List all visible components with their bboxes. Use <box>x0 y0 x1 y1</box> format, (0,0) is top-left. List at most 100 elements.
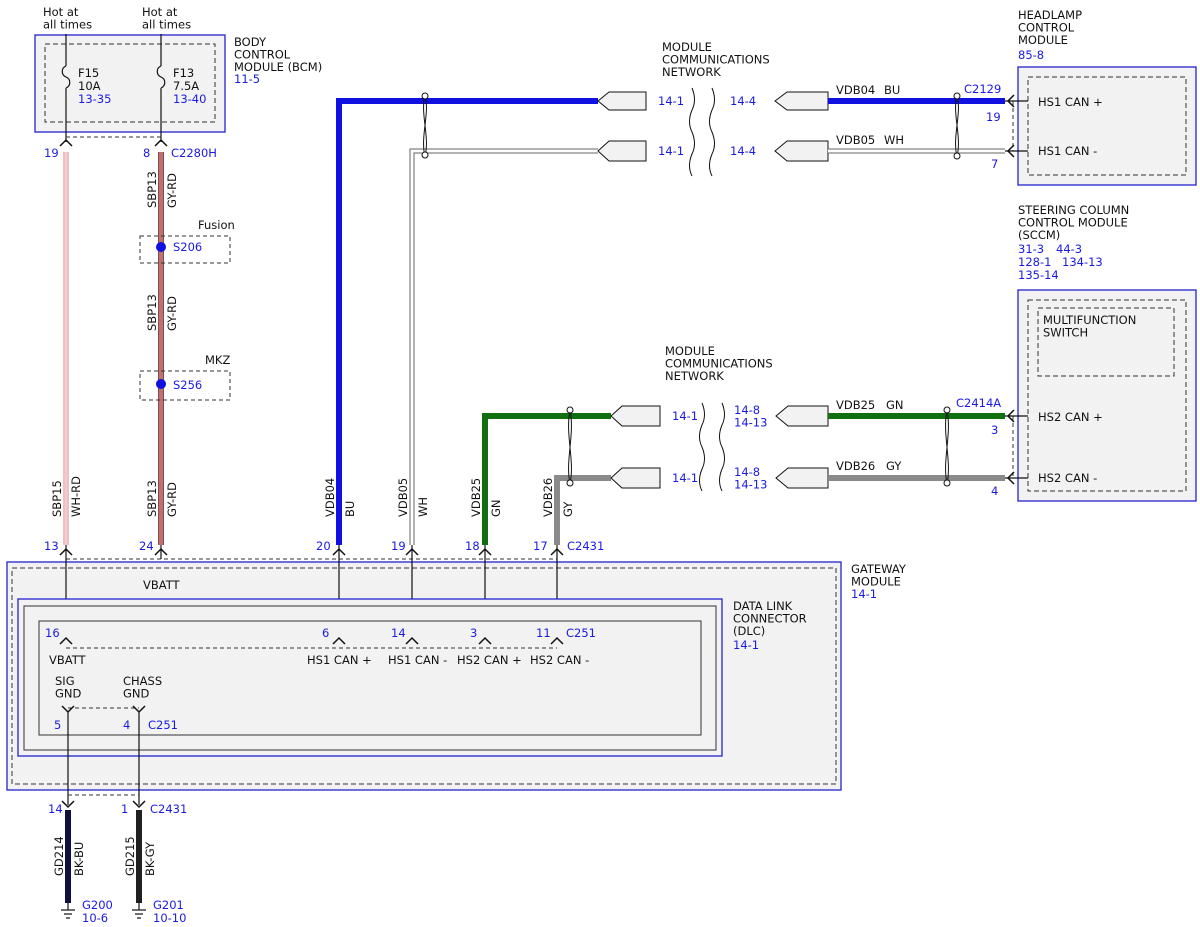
twist-end-icon <box>943 479 951 487</box>
twisted-pair-icon <box>568 409 572 485</box>
sbp13-circuit-3: SBP13 <box>145 480 159 517</box>
headlamp-connector-id: C2129 <box>964 82 1001 96</box>
hl-vdb05-color: WH <box>884 133 904 147</box>
wire-vdb04 <box>336 98 598 545</box>
gw-pin-20: 20 <box>316 539 331 553</box>
sccm-inner-box <box>1027 299 1187 492</box>
dlc-pin-3-label: HS2 CAN + <box>457 653 522 667</box>
vdb04-color: BU <box>343 501 357 517</box>
dlc-pin-3: 3 <box>470 626 477 640</box>
gw-pin-14: 14 <box>48 802 63 816</box>
twist-end-icon <box>566 479 574 487</box>
sccm-ref-3: 128-1 <box>1018 255 1051 269</box>
twisted-pair-icon <box>945 409 949 485</box>
network-break-icon <box>709 87 715 177</box>
sbp15-circuit: SBP15 <box>50 480 64 517</box>
fuse-f13-ref: 13-40 <box>173 92 206 106</box>
sbp13-circuit-1: SBP13 <box>145 171 159 208</box>
network-break-icon <box>719 402 725 492</box>
sccm-ref-5: 135-14 <box>1018 268 1059 282</box>
sccm-ref-2: 44-3 <box>1056 242 1082 256</box>
pin-chevron-icon <box>550 547 564 556</box>
gw-pin-17: 17 <box>533 539 548 553</box>
twist-end-icon <box>421 151 429 159</box>
fuse-f13-name: F13 <box>173 66 194 80</box>
dlc-pin-4: 4 <box>123 718 130 732</box>
gw-pin-19: 19 <box>391 539 406 553</box>
dlc-connector-id: C251 <box>566 626 596 640</box>
gateway-inner-box <box>11 567 837 785</box>
bcm-inner-box <box>44 43 216 123</box>
headlamp-box <box>1017 66 1197 186</box>
net1-row1-right: 14-4 <box>730 94 756 108</box>
gw-pin-13: 13 <box>44 539 59 553</box>
splice-mkz-label: MKZ <box>205 353 230 367</box>
headlamp-pin-19-label: HS1 CAN + <box>1038 95 1103 109</box>
dlc-box <box>17 598 723 757</box>
twist-end-icon <box>943 406 951 414</box>
pin-chevron-icon <box>478 636 492 645</box>
fuse-f15-ref: 13-35 <box>78 92 111 106</box>
dlc-ref: 14-1 <box>733 638 759 652</box>
gateway-vbatt: VBATT <box>143 578 181 592</box>
sbp13-color-1: GY-RD <box>165 173 179 208</box>
vdb25-circuit: VDB25 <box>469 478 483 517</box>
network-break-icon <box>689 87 695 177</box>
pin-chevron-icon <box>154 547 168 556</box>
ground-g200-ref: 10-6 <box>82 911 108 925</box>
headlamp-ref: 85-8 <box>1018 48 1044 62</box>
bcm-pin-8: 8 <box>143 146 150 160</box>
gd215-circuit: GD215 <box>123 836 137 876</box>
net1-row1-left: 14-1 <box>658 94 684 108</box>
vdb04-circuit: VDB04 <box>323 478 337 517</box>
fuse-icon <box>61 65 71 89</box>
hl-vdb04-color: BU <box>884 83 900 97</box>
bcm-module <box>34 34 226 133</box>
sccm-connector-id: C2414A <box>956 396 1001 410</box>
vdb26-color: GY <box>561 501 575 517</box>
pin-chevron-icon <box>1006 409 1015 423</box>
wire-vdb05 <box>409 148 598 545</box>
gd214-color: BK-BU <box>72 842 86 876</box>
wire-vdb26 <box>554 475 611 545</box>
gw-pin-1: 1 <box>121 802 128 816</box>
sccm-pin-3-label: HS2 CAN + <box>1038 410 1103 424</box>
twist-end-icon <box>953 92 961 100</box>
pin-chevron-icon <box>154 138 168 147</box>
splice-s206-box <box>139 235 231 264</box>
fuse-f15-rating: 10A <box>78 79 101 93</box>
network-connector-icon <box>610 405 661 427</box>
ground-icon <box>61 903 75 919</box>
network-connector-icon <box>597 140 647 162</box>
network-connector-icon <box>775 405 829 427</box>
pin-chevron-icon <box>59 138 73 147</box>
dlc-pin-14-label: HS1 CAN - <box>388 653 447 667</box>
pin-chevron-icon <box>550 636 564 645</box>
net1-row2-right: 14-4 <box>730 144 756 158</box>
pin-chevron-icon <box>332 636 346 645</box>
bcm-connector-id: C2280H <box>171 146 217 160</box>
network-connector-icon <box>610 467 661 489</box>
pin-chevron-icon <box>332 547 346 556</box>
dlc-core-box <box>38 620 702 736</box>
splice-s206: S206 <box>173 240 202 254</box>
twist-end-icon <box>566 406 574 414</box>
bcm-pin-19: 19 <box>44 146 59 160</box>
sbp13-color-3: GY-RD <box>165 482 179 517</box>
hl-vdb05-circuit: VDB05 <box>836 133 875 147</box>
pin-chevron-icon <box>405 636 419 645</box>
